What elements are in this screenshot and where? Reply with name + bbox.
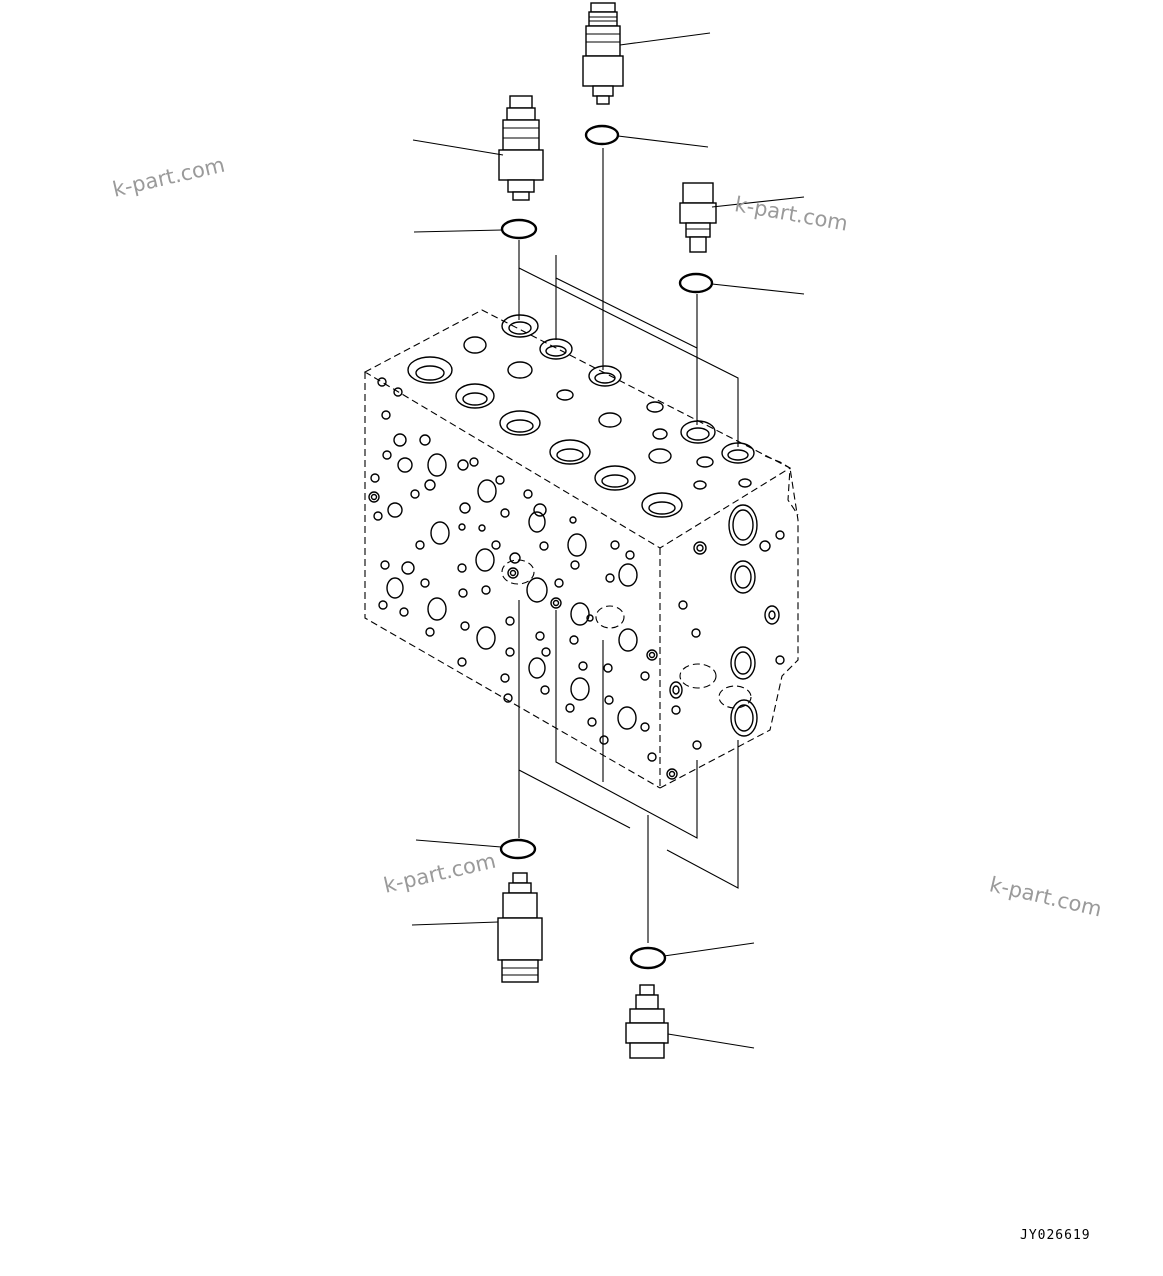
relief-valve-top-left [498, 95, 544, 201]
o-ring-top-left [500, 218, 538, 240]
o-ring-top-center [584, 124, 620, 146]
relief-valve-top-center [582, 2, 624, 105]
control-valve-body [363, 309, 799, 789]
top-face-ports [407, 314, 755, 518]
plug-top-right [679, 182, 717, 253]
relief-valve-bottom-right [625, 984, 669, 1059]
relief-valve-bottom-left [497, 872, 543, 983]
o-ring-top-right [678, 272, 714, 294]
o-ring-bottom-left [499, 838, 537, 860]
callout-leader-lines [411, 32, 805, 1049]
assembly-lines [518, 148, 739, 943]
front-face-ports [368, 377, 658, 762]
side-face-ports [666, 504, 785, 780]
o-ring-bottom-right [629, 946, 667, 970]
drawing-code: JY026619 [1020, 1228, 1091, 1243]
